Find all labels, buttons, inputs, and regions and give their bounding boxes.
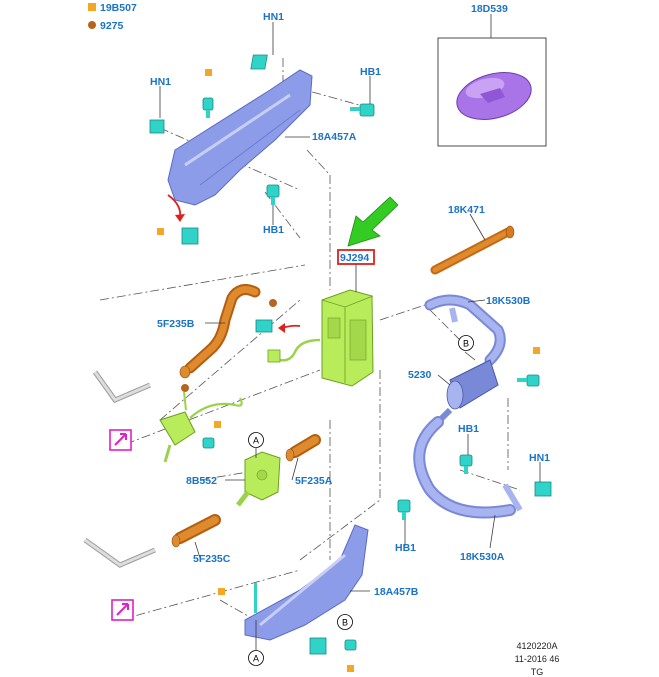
exhaust-pipe-18k530a bbox=[413, 416, 523, 519]
muffler-5230 bbox=[437, 359, 499, 423]
fastener-clip-left bbox=[181, 227, 199, 245]
label-hb1-right: HB1 bbox=[458, 423, 479, 435]
fastener-clip-lower bbox=[309, 637, 327, 655]
hose-5f235a bbox=[285, 434, 321, 462]
marker-a-upper: A bbox=[248, 432, 264, 448]
illustration-code: 4120220A 11-2016 46 TG bbox=[515, 641, 560, 677]
flag-lower-icon bbox=[111, 599, 134, 621]
label-hn1-top: HN1 bbox=[263, 11, 284, 23]
marker-square-icon bbox=[347, 665, 354, 672]
fastener-hn1-top bbox=[250, 54, 268, 70]
marker-square-icon bbox=[205, 69, 212, 76]
svg-text:B: B bbox=[342, 618, 348, 628]
label-18k471: 18K471 bbox=[448, 204, 485, 216]
marker-square-icon bbox=[214, 421, 221, 428]
fastener-bolt-lower bbox=[344, 639, 357, 651]
fastener-hb1-top-right bbox=[350, 103, 375, 117]
footer-line2: 11-2016 46 bbox=[515, 654, 560, 664]
footer-line1: 4120220A bbox=[516, 641, 557, 651]
fastener-hb1-mid bbox=[397, 499, 411, 520]
fuel-line-upper bbox=[92, 370, 151, 404]
marker-square-icon bbox=[157, 228, 164, 235]
svg-text:B: B bbox=[463, 339, 469, 349]
red-arrowhead-icon bbox=[175, 214, 185, 222]
label-18a457b: 18A457B bbox=[374, 586, 419, 598]
heater-9j294 bbox=[267, 289, 374, 387]
label-18a457a: 18A457A bbox=[312, 131, 357, 143]
label-18d539: 18D539 bbox=[471, 3, 508, 15]
label-hn1-right: HN1 bbox=[529, 452, 550, 464]
label-5f235b: 5F235B bbox=[157, 318, 195, 330]
label-18k530a: 18K530A bbox=[460, 551, 505, 563]
fuel-line-lower bbox=[83, 537, 156, 568]
legend-dot-icon bbox=[88, 21, 96, 29]
marker-dot-icon bbox=[181, 384, 189, 392]
footer-line3: TG bbox=[531, 667, 544, 677]
label-hb1-bottom-left: HB1 bbox=[263, 224, 284, 236]
leader-lines bbox=[159, 22, 541, 650]
flag-upper-icon bbox=[109, 429, 132, 451]
fastener-hb1-right bbox=[459, 454, 473, 474]
legend-code-19b507: 19B507 bbox=[100, 2, 137, 14]
bracket-18a457a bbox=[167, 69, 313, 206]
fuel-pump-8b552 bbox=[236, 451, 281, 507]
pipe-18k471 bbox=[430, 225, 515, 275]
label-5f235a: 5F235A bbox=[295, 475, 333, 487]
callout-labels: HN1 HN1 HB1 18A457A HB1 18D539 18K471 9J… bbox=[150, 3, 550, 598]
marker-dot-icon bbox=[269, 299, 277, 307]
label-9j294: 9J294 bbox=[340, 252, 369, 264]
label-hn1-left: HN1 bbox=[150, 76, 171, 88]
label-hb1-mid: HB1 bbox=[395, 542, 416, 554]
fuel-filter-assembly bbox=[159, 391, 243, 463]
hose-5f235b bbox=[179, 284, 261, 392]
exhaust-pipe-18k530b bbox=[424, 294, 506, 366]
legend: 19B507 9275 bbox=[88, 2, 137, 32]
connector-lines bbox=[99, 58, 521, 621]
label-18k530b: 18K530B bbox=[486, 295, 531, 307]
part-box-18d539 bbox=[437, 37, 547, 147]
marker-b-upper: B bbox=[458, 335, 474, 351]
fastener-hb1-bottom-left bbox=[266, 184, 280, 205]
marker-square-icon bbox=[533, 347, 540, 354]
red-arrowhead-icon bbox=[278, 323, 285, 333]
fastener-bolt-right bbox=[517, 374, 540, 387]
fastener-filter-bolt bbox=[202, 437, 215, 449]
label-8b552: 8B552 bbox=[186, 475, 217, 487]
label-5230: 5230 bbox=[408, 369, 432, 381]
hose-5f235c bbox=[171, 514, 221, 548]
bracket-18a457b bbox=[244, 524, 369, 641]
marker-b-lower: B bbox=[337, 614, 353, 630]
legend-code-9275: 9275 bbox=[100, 20, 124, 32]
label-5f235c: 5F235C bbox=[193, 553, 231, 565]
fastener-bolt-top bbox=[202, 97, 214, 118]
fastener-stud-lower bbox=[254, 583, 257, 613]
marker-square-icon bbox=[218, 588, 225, 595]
fastener-heater-clip bbox=[255, 319, 273, 333]
marker-a-lower: A bbox=[248, 650, 264, 666]
fastener-hn1-right bbox=[534, 481, 552, 497]
green-pointer-arrow-icon bbox=[347, 196, 399, 247]
svg-text:A: A bbox=[253, 436, 259, 446]
fastener-hn1-left bbox=[149, 119, 165, 134]
legend-square-icon bbox=[88, 3, 96, 11]
label-hb1-top-right: HB1 bbox=[360, 66, 381, 78]
svg-text:A: A bbox=[253, 654, 259, 664]
